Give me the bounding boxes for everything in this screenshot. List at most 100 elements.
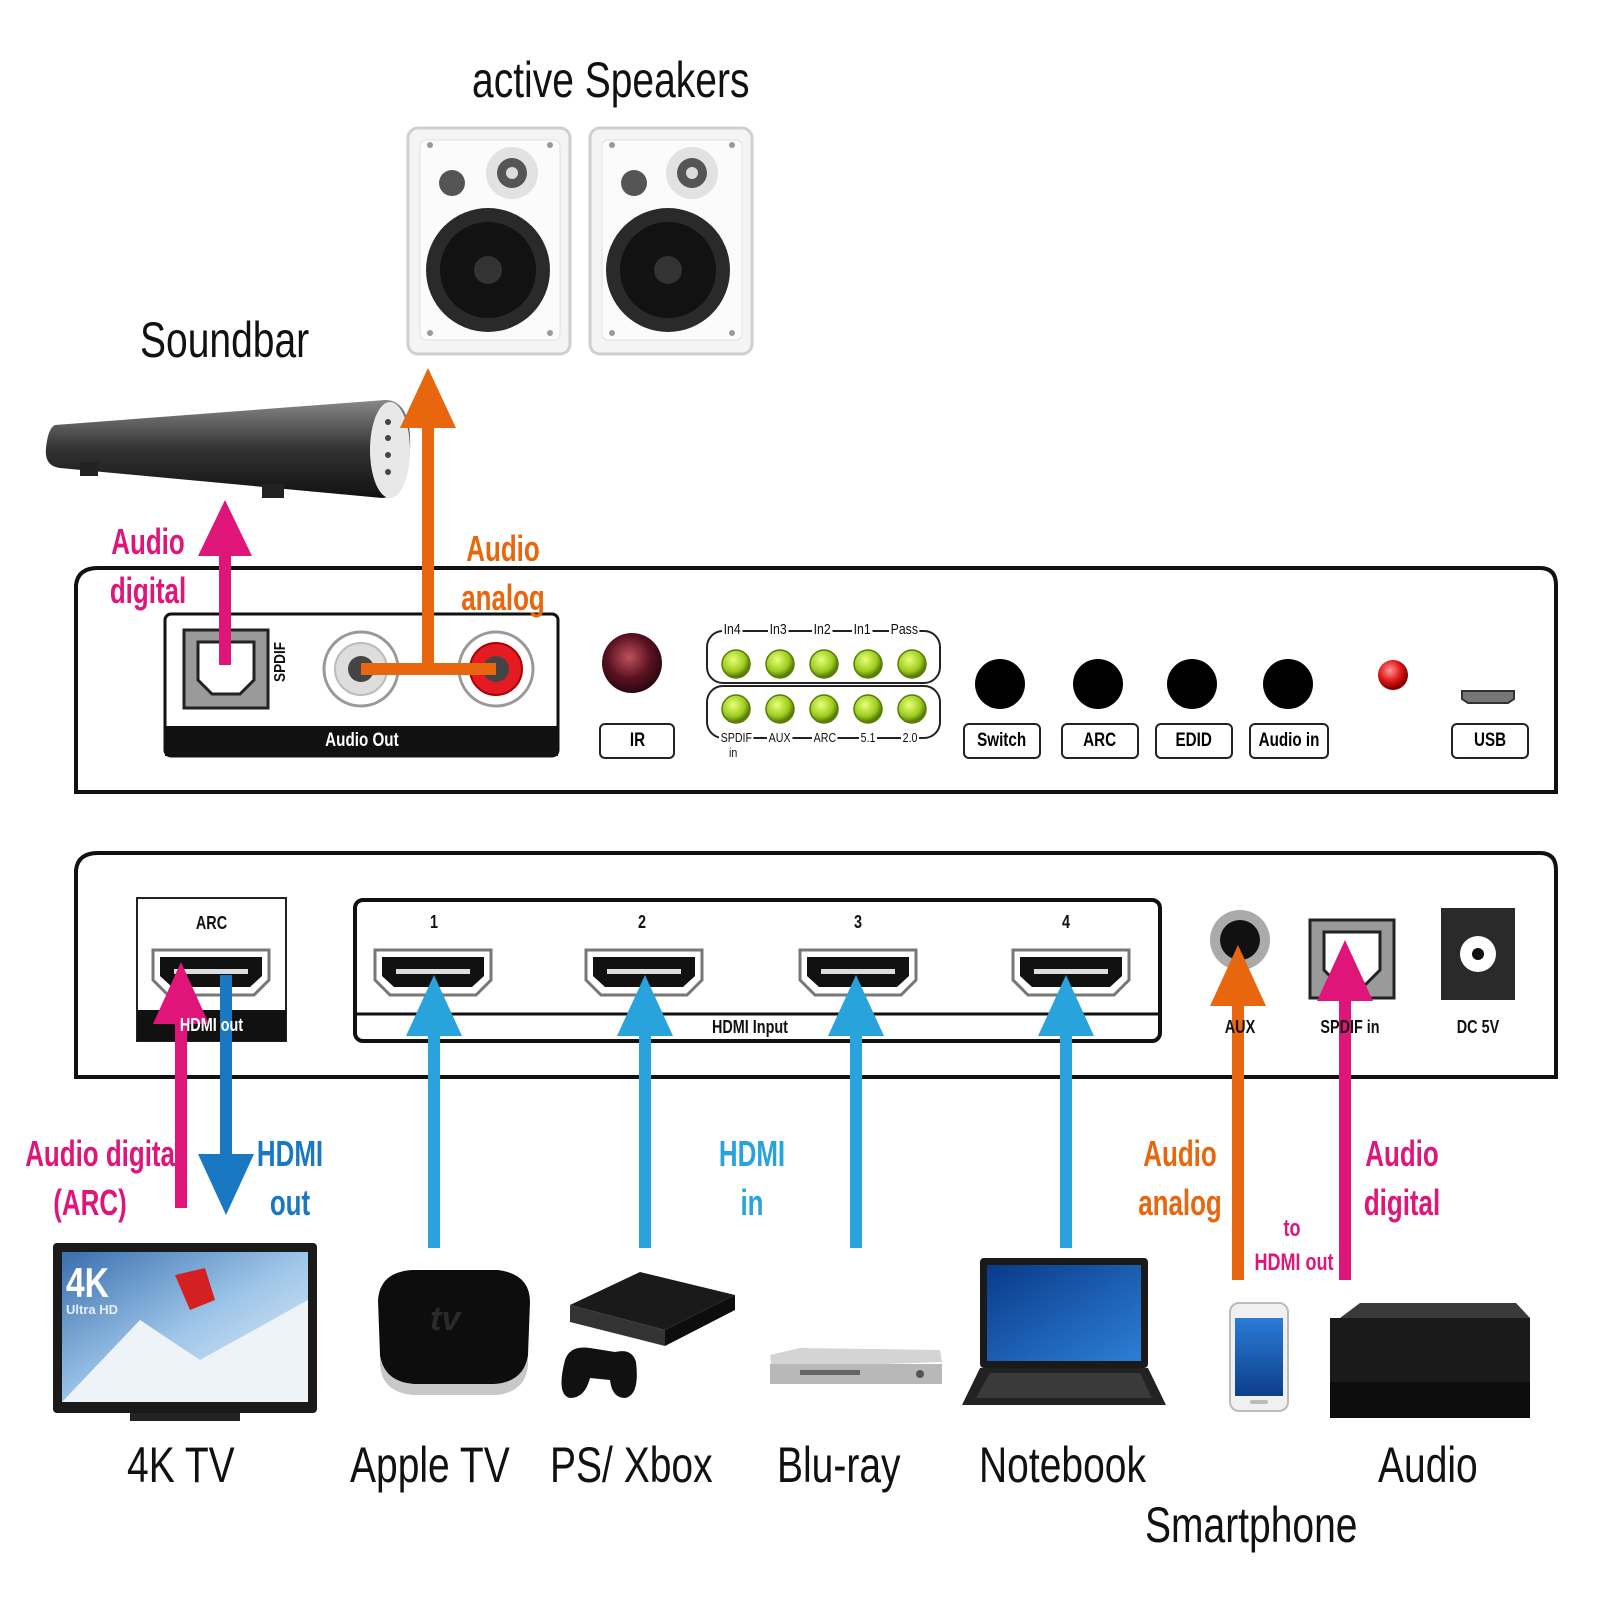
edid-button-label[interactable]: EDID (1155, 723, 1233, 759)
led-label-spdif-sub: in (729, 745, 738, 760)
speaker-left (406, 126, 572, 356)
switch-text: Switch (977, 730, 1027, 751)
led-label-in2: In2 (812, 621, 833, 638)
arc-button-label[interactable]: ARC (1061, 723, 1139, 759)
hdmi-port-2 (584, 948, 704, 997)
annotation-audio-digital-top: Audio digital (98, 518, 199, 615)
dc-port-label: DC 5V (1456, 1017, 1500, 1037)
annotation-line: Audio (466, 528, 540, 569)
annotation-line: Audio (111, 521, 185, 562)
appletv-logo: tv (430, 1300, 461, 1338)
spdif-out-label: SPDIF (272, 641, 289, 682)
annotation-audio-analog-top: Audio analog (453, 525, 554, 622)
led-5-1 (853, 694, 883, 724)
hdmi-input-group-label: HDMI Input (712, 1017, 788, 1037)
aux-port-label: AUX (1224, 1017, 1256, 1037)
annotation-line: HDMI (718, 1133, 786, 1174)
annotation-hdmi-in: HDMI in (716, 1130, 788, 1227)
annotation-line: to (1283, 1215, 1301, 1242)
arc-port-label: ARC (195, 913, 228, 933)
led-label-in3: In3 (768, 621, 789, 638)
device-label-notebook: Notebook (979, 1437, 1146, 1493)
audio-device-image (1330, 1303, 1530, 1418)
annotation-line: Audio (1143, 1133, 1217, 1174)
hdmi-out-port-label: HDMI out (179, 1015, 244, 1035)
annotation-line: analog (461, 576, 545, 618)
led-arc (809, 694, 839, 724)
hdmi-input-4-label: 4 (1061, 912, 1070, 932)
led-indicators (721, 649, 927, 724)
annotation-line: digital (1363, 1181, 1441, 1223)
tv-image (53, 1243, 317, 1421)
spdif-in-port-label: SPDIF in (1320, 1017, 1380, 1037)
annotation-line: analog (1138, 1181, 1222, 1223)
device-label-ps-xbox: PS/ Xbox (550, 1437, 713, 1493)
ir-text: IR (629, 730, 645, 751)
hdmi-input-1-label: 1 (429, 912, 438, 932)
top-panel (74, 566, 1558, 794)
led-pass (897, 649, 927, 679)
hdmi-port-4 (1011, 948, 1131, 997)
notebook-image (962, 1258, 1166, 1405)
led-in2 (809, 649, 839, 679)
hdmi-input-3-label: 3 (853, 912, 862, 932)
annotation-audio-digital-arc: Audio digital (ARC) (25, 1130, 183, 1227)
annotation-hdmi-out: HDMI out (254, 1130, 326, 1227)
led-label-in1: In1 (852, 621, 873, 638)
annotation-to-hdmi-out: to HDMI out (1254, 1212, 1334, 1279)
audio-in-button-label[interactable]: Audio in (1249, 723, 1329, 759)
led-in3 (765, 649, 795, 679)
audio-in-text: Audio in (1258, 730, 1320, 751)
annotation-audio-digital-bottom: Audio digital (1352, 1130, 1453, 1227)
annotation-line: (ARC) (53, 1181, 127, 1223)
led-label-5-1: 5.1 (859, 730, 878, 745)
smartphone-image (1229, 1302, 1289, 1412)
led-label-pass: Pass (889, 621, 920, 638)
soundbar-title: Soundbar (140, 312, 310, 368)
led-label-aux: AUX (767, 730, 793, 745)
device-label-bluray: Blu-ray (777, 1437, 901, 1493)
tv-logo-sub: Ultra HD (66, 1302, 119, 1317)
led-label-in4: In4 (722, 621, 743, 638)
edid-text: EDID (1175, 730, 1213, 751)
hdmi-port-1 (373, 948, 493, 997)
device-label-4k-tv: 4K TV (127, 1437, 235, 1493)
annotation-audio-analog-bottom: Audio analog (1130, 1130, 1231, 1227)
usb-label: USB (1451, 723, 1529, 759)
bluray-image (770, 1348, 942, 1384)
led-label-arc: ARC (812, 730, 838, 745)
device-label-audio: Audio (1378, 1437, 1478, 1493)
hdmi-port-3 (798, 948, 918, 997)
device-label-apple-tv: Apple TV (350, 1437, 510, 1493)
led-label-spdif: SPDIF (719, 730, 754, 745)
led-label-2-0: 2.0 (901, 730, 920, 745)
speakers-title: active Speakers (472, 52, 750, 108)
apple-tv-image (378, 1270, 530, 1395)
hdmi-input-2-label: 2 (637, 912, 646, 932)
annotation-line: Audio digital (25, 1133, 183, 1174)
tv-logo: 4K (66, 1259, 109, 1306)
soundbar-image (45, 400, 411, 498)
annotation-line: in (740, 1181, 764, 1223)
ps-xbox-image (561, 1272, 735, 1398)
audio-out-text: Audio Out (324, 730, 399, 751)
annotation-line: HDMI (256, 1133, 324, 1174)
annotation-line: digital (109, 569, 187, 611)
switch-button-label[interactable]: Switch (963, 723, 1041, 759)
annotation-line: out (269, 1181, 311, 1223)
audio-out-label: Audio Out (165, 731, 558, 750)
led-aux (765, 694, 795, 724)
arrows (153, 368, 1373, 1280)
annotation-line: HDMI out (1254, 1248, 1334, 1276)
led-in4 (721, 649, 751, 679)
device-label-smartphone: Smartphone (1145, 1497, 1358, 1553)
arc-text: ARC (1083, 730, 1117, 751)
led-spdif (721, 694, 751, 724)
led-2-0 (897, 694, 927, 724)
annotation-line: Audio (1365, 1133, 1439, 1174)
led-in1 (853, 649, 883, 679)
ir-label: IR (599, 723, 675, 759)
usb-text: USB (1473, 730, 1507, 751)
